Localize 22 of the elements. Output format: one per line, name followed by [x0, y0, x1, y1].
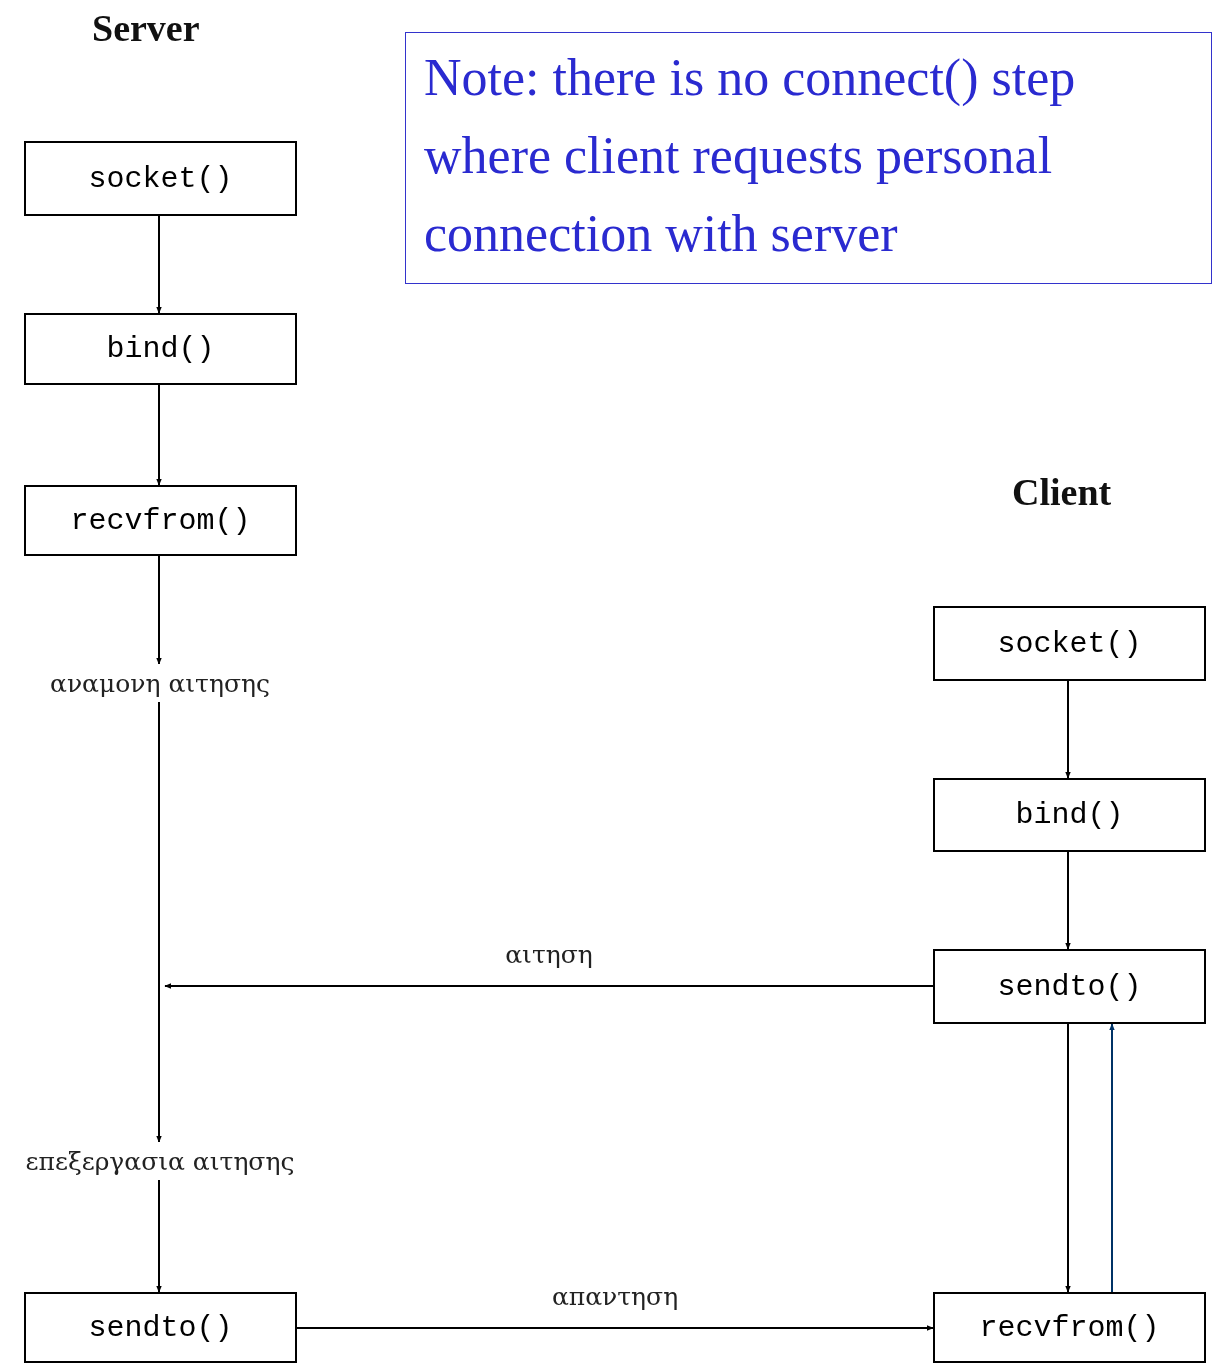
arrow — [156, 384, 162, 486]
arrow — [1065, 851, 1071, 950]
note-box: Note: there is no connect() step where client requests personal connection with server — [405, 32, 1212, 284]
function-box: sendto() — [933, 949, 1206, 1024]
function-box: bind() — [24, 313, 297, 385]
function-box: socket() — [24, 141, 297, 216]
arrow — [156, 1179, 162, 1293]
function-box: socket() — [933, 606, 1206, 681]
function-box: bind() — [933, 778, 1206, 852]
arrow — [164, 983, 934, 989]
arrow — [1065, 1023, 1071, 1293]
arrow — [1065, 680, 1071, 779]
lane-heading: Server — [92, 6, 200, 50]
arrow — [156, 215, 162, 314]
arrow — [296, 1325, 934, 1331]
function-box: recvfrom() — [24, 485, 297, 556]
lane-heading: Client — [1012, 470, 1112, 514]
arrow — [1109, 1023, 1115, 1293]
arrow — [156, 555, 162, 665]
function-box: sendto() — [24, 1292, 297, 1363]
function-box: recvfrom() — [933, 1292, 1206, 1363]
arrow — [156, 701, 162, 1143]
